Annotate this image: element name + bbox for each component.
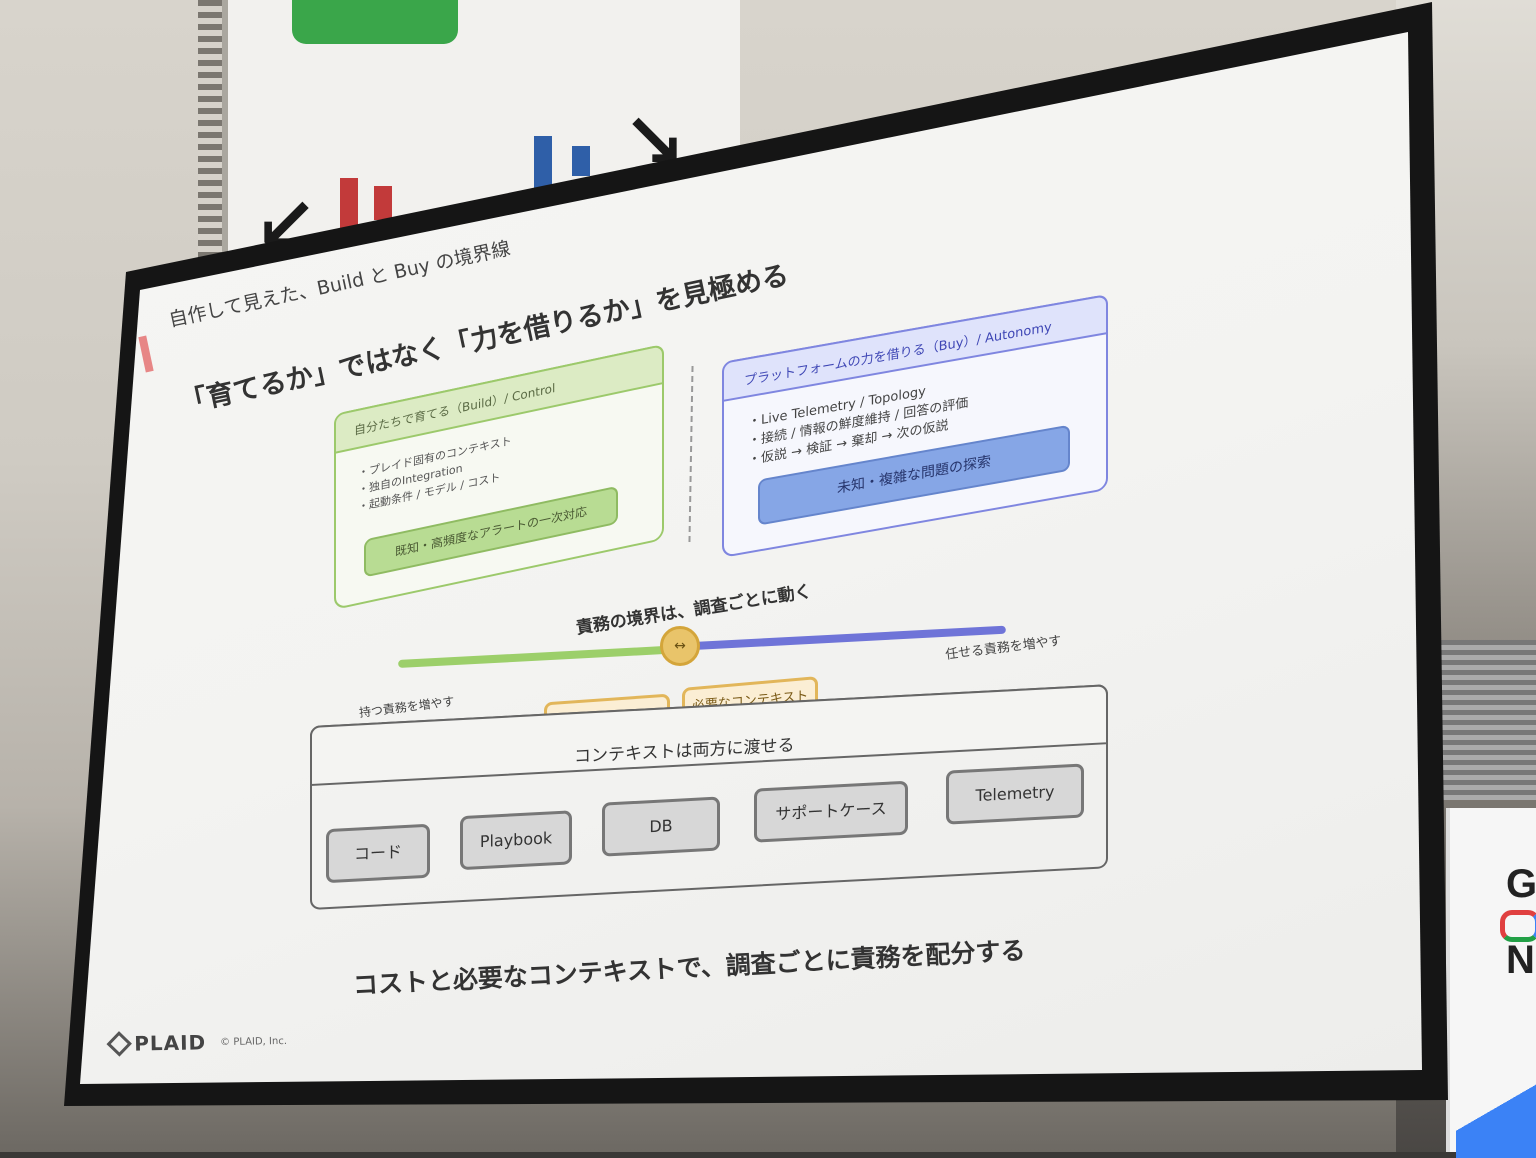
section-accent-bar	[138, 335, 154, 373]
context-chip-playbook: Playbook	[460, 810, 572, 871]
section-title: 自作して見えた、Build と Buy の境界線	[166, 237, 513, 332]
build-panel-title: 自分たちで育てる（Build）/ Control	[354, 380, 556, 438]
event-banner: G N	[1446, 808, 1536, 1158]
slider-track-build	[398, 645, 667, 668]
context-chip-support-case: サポートケース	[754, 780, 908, 843]
buy-panel: プラットフォームの力を借りる（Buy）/ Autonomy ・Live Tele…	[722, 293, 1108, 558]
build-panel: 自分たちで育てる（Build）/ Control ・プレイド固有のコンテキスト …	[334, 343, 664, 610]
slider-knob: ↔	[660, 626, 700, 666]
female-restroom-icon	[340, 178, 358, 228]
banner-stripe	[1456, 1078, 1536, 1158]
banner-letter: G	[1506, 862, 1536, 906]
copyright: © PLAID, Inc.	[220, 1035, 288, 1048]
slide-conclusion: コストと必要なコンテキストで、調査ごとに責務を配分する	[352, 935, 1027, 1000]
buy-panel-title: プラットフォームの力を借りる（Buy）/ Autonomy	[744, 319, 1052, 390]
context-box: コンテキストは両方に渡せる コード Playbook DB サポートケース Te…	[310, 684, 1108, 910]
context-chip-db: DB	[602, 796, 720, 857]
baby-care-icon	[374, 186, 392, 220]
dashed-divider	[688, 365, 694, 543]
male-restroom-icon	[534, 136, 552, 194]
accessible-restroom-icon	[572, 146, 590, 176]
plaid-logo-icon	[106, 1031, 132, 1057]
build-panel-list: ・プレイド固有のコンテキスト ・独自のIntegration ・起動条件 / モ…	[358, 432, 512, 516]
wall-column	[198, 0, 224, 270]
company-logo: PLAID © PLAID, Inc.	[106, 1029, 288, 1057]
slider-left-label: 持つ責務を増やす	[358, 694, 456, 720]
logo-text: PLAID	[133, 1030, 207, 1056]
green-sign-panel	[292, 0, 458, 44]
context-chip-telemetry: Telemetry	[946, 763, 1084, 825]
context-chip-code: コード	[326, 823, 430, 884]
shutter-door	[1440, 640, 1536, 800]
context-box-title: コンテキストは両方に渡せる	[574, 735, 795, 768]
slider-title: 責務の境界は、調査ごとに動く	[574, 581, 813, 639]
banner-letter: N	[1506, 938, 1535, 982]
